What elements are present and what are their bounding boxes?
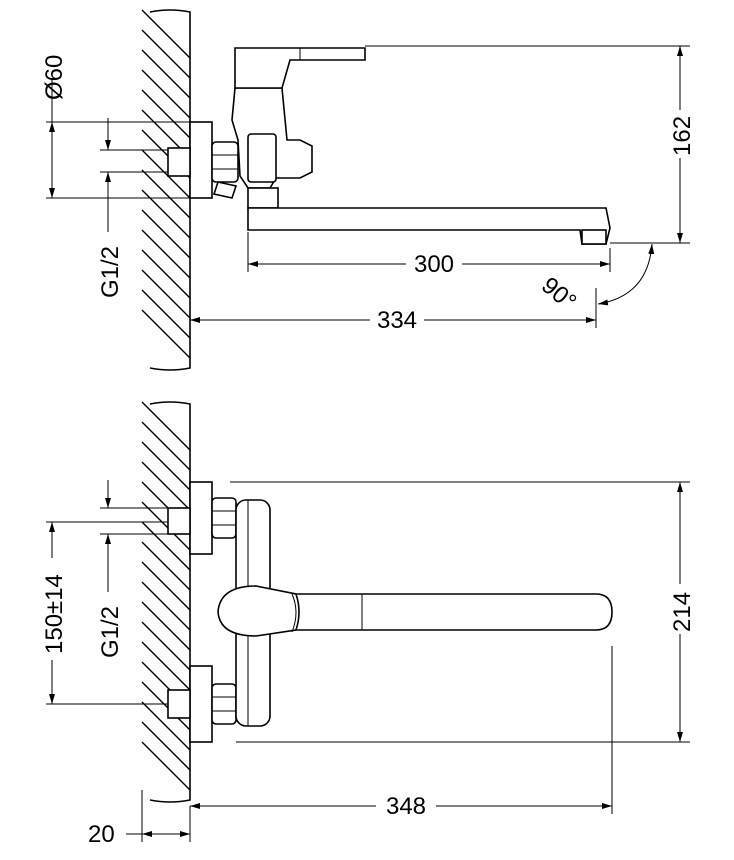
- aerator: [581, 229, 607, 245]
- cartridge-housing: [247, 133, 277, 183]
- hatch-line: [141, 401, 191, 451]
- depth-label-front: 348: [386, 793, 426, 820]
- spacing-label: 150±14: [41, 574, 68, 654]
- dimension-thread-side: G1/2: [97, 118, 168, 298]
- hatch-line: [141, 601, 191, 651]
- hatch-line: [141, 521, 191, 571]
- faucet-front-body: [167, 481, 613, 743]
- dimension-spout: 300: [247, 232, 611, 278]
- angle-label: 90°: [536, 272, 581, 316]
- hatch-line: [141, 89, 191, 139]
- lower-pipe-stub: [167, 689, 191, 719]
- upper-flange: [189, 481, 213, 555]
- wall-label: 20: [88, 821, 115, 848]
- spout: [247, 207, 611, 245]
- eccentric-nut: [212, 181, 238, 199]
- height-label-front: 214: [669, 592, 696, 632]
- lower-nut: [211, 683, 237, 725]
- hatch-line: [141, 461, 191, 511]
- hex-nut: [211, 141, 239, 183]
- hatch-line: [141, 701, 191, 751]
- hatch-line: [141, 249, 191, 299]
- hatch-line: [141, 721, 191, 771]
- dimension-diameter: Ø60: [41, 55, 190, 199]
- hatch-line: [141, 421, 191, 471]
- hatch-line: [141, 581, 191, 631]
- wall-flange: [189, 121, 213, 199]
- depth-label-side: 334: [377, 307, 417, 334]
- pipe-stub: [167, 147, 191, 177]
- hatch-line: [141, 641, 191, 691]
- wall-front: [141, 401, 191, 803]
- spout-neck: [247, 187, 279, 209]
- dimension-angle: 90°: [536, 243, 655, 316]
- front-view: 150±14 G1/2 214 348: [41, 401, 696, 848]
- dimension-depth-side: 334: [190, 288, 597, 334]
- dimension-spacing: 150±14: [41, 521, 168, 705]
- hatch-line: [141, 29, 191, 79]
- hatch-line: [141, 289, 191, 339]
- hatch-line: [141, 189, 191, 239]
- hatch-line: [141, 149, 191, 199]
- height-label-side: 162: [669, 116, 696, 156]
- lever-front: [217, 585, 300, 637]
- hatch-line: [141, 501, 191, 551]
- thread-label-side: G1/2: [97, 246, 124, 298]
- diameter-label: Ø60: [41, 55, 68, 100]
- hatch-line: [141, 541, 191, 591]
- wall-side: [141, 9, 191, 371]
- hatch-line: [141, 441, 191, 491]
- hatch-line: [141, 169, 191, 219]
- dimension-depth-front: 348: [190, 646, 613, 820]
- hatch-line: [141, 49, 191, 99]
- faucet-side-body: [167, 47, 611, 245]
- hatch-line: [141, 269, 191, 319]
- hatch-line: [141, 209, 191, 259]
- hatch-line: [141, 69, 191, 119]
- dimension-wall: 20: [88, 790, 191, 848]
- wall-hatching: [141, 9, 191, 359]
- upper-nut: [211, 497, 237, 539]
- upper-pipe-stub: [167, 507, 191, 535]
- spout-label: 300: [414, 251, 454, 278]
- spout-front: [261, 593, 613, 631]
- dimension-height-side: 162: [365, 45, 696, 244]
- hatch-line: [141, 561, 191, 611]
- thread-label-front: G1/2: [97, 606, 124, 658]
- wall-face-line: [149, 401, 191, 803]
- dimension-height-front: 214: [230, 481, 696, 743]
- hatch-line: [141, 681, 191, 731]
- hatch-line: [141, 309, 191, 359]
- side-view: Ø60 G1/2 162 300: [41, 9, 696, 371]
- hatch-line: [141, 621, 191, 671]
- lever-handle: [234, 47, 366, 89]
- hatch-line: [141, 741, 191, 791]
- hatch-line: [141, 9, 191, 59]
- dimension-thread-front: G1/2: [97, 480, 168, 658]
- lower-flange: [189, 665, 213, 743]
- wall-hatching: [141, 401, 191, 791]
- hatch-line: [141, 229, 191, 279]
